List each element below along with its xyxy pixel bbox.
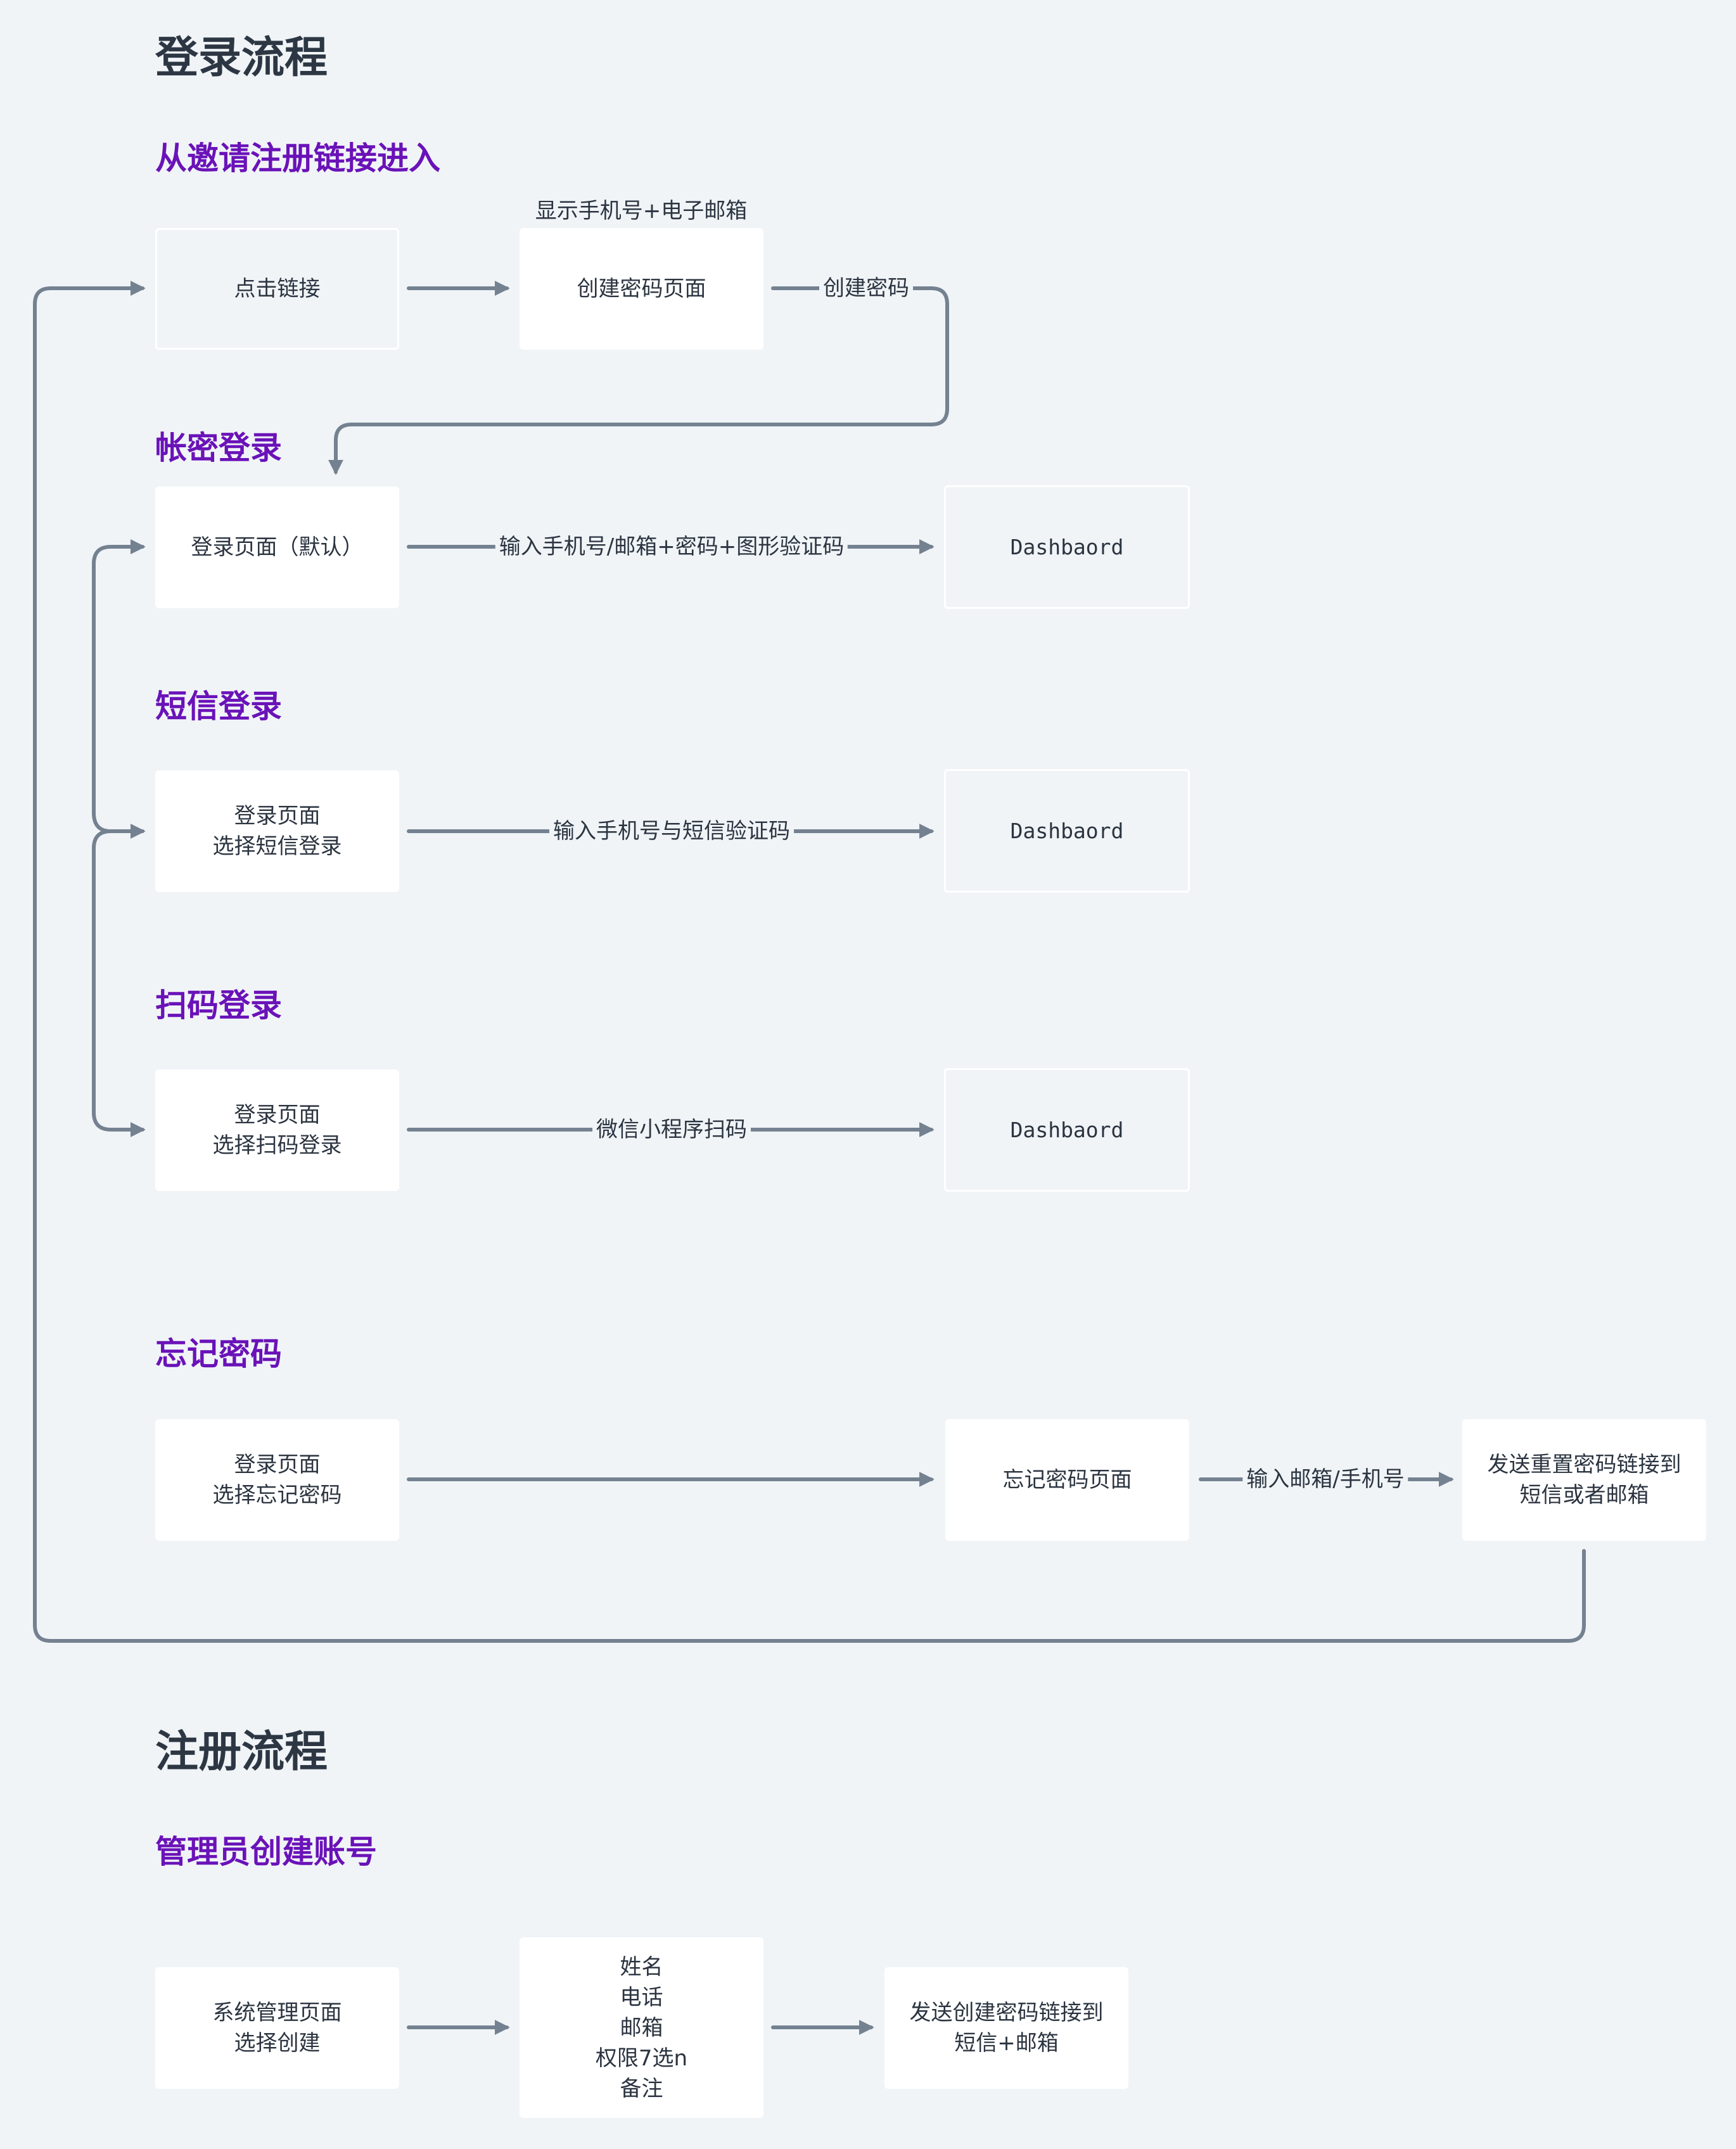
account-login-edge-label: 输入手机号/邮箱+密码+图形验证码 — [495, 534, 848, 559]
create-password-page-label: 创建密码页面 — [577, 276, 706, 302]
click-link-node: 点击链接 — [155, 228, 399, 350]
sms-login-start-label: 登录页面 选择短信登录 — [212, 803, 342, 859]
forgot-password-page-node: 忘记密码页面 — [945, 1419, 1189, 1541]
send-reset-link-node: 发送重置密码链接到 短信或者邮箱 — [1462, 1419, 1706, 1541]
sms-login-dashboard-node: Dashbaord — [944, 769, 1190, 893]
sms-login-heading: 短信登录 — [155, 688, 282, 725]
forgot-start-node: 登录页面 选择忘记密码 — [155, 1419, 399, 1541]
register-start-label: 系统管理页面 选择创建 — [212, 2000, 342, 2056]
send-create-link-node: 发送创建密码链接到 短信+邮箱 — [884, 1967, 1128, 2089]
create-password-page-note: 显示手机号+电子邮箱 — [535, 198, 748, 224]
qr-login-start-node: 登录页面 选择扫码登录 — [155, 1069, 399, 1191]
account-login-heading: 帐密登录 — [155, 430, 282, 466]
qr-login-edge-label: 微信小程序扫码 — [592, 1117, 751, 1142]
forgot-edge-label: 输入邮箱/手机号 — [1242, 1467, 1408, 1492]
register-flow-title: 注册流程 — [155, 1727, 328, 1777]
register-fields-label: 姓名 电话 邮箱 权限7选n 备注 — [595, 1954, 688, 2101]
admin-create-heading: 管理员创建账号 — [155, 1833, 377, 1870]
register-start-node: 系统管理页面 选择创建 — [155, 1967, 399, 2089]
qr-login-dashboard-node: Dashbaord — [944, 1068, 1190, 1192]
account-login-dashboard-label: Dashbaord — [1010, 534, 1124, 559]
account-login-start-node: 登录页面（默认） — [155, 487, 399, 608]
create-password-edge-label: 创建密码 — [819, 276, 913, 301]
qr-login-heading: 扫码登录 — [155, 987, 282, 1024]
bracket-qr-branch — [92, 829, 146, 1137]
bracket-login-alternatives — [92, 539, 146, 839]
qr-login-start-label: 登录页面 选择扫码登录 — [212, 1102, 342, 1158]
account-login-dashboard-node: Dashbaord — [944, 485, 1190, 609]
sms-login-start-node: 登录页面 选择短信登录 — [155, 770, 399, 892]
forgot-start-label: 登录页面 选择忘记密码 — [212, 1452, 342, 1508]
account-login-start-label: 登录页面（默认） — [191, 535, 364, 560]
click-link-label: 点击链接 — [234, 276, 321, 302]
create-password-page-node: 创建密码页面 — [520, 228, 763, 350]
sms-login-dashboard-label: Dashbaord — [1010, 818, 1124, 843]
login-flow-title: 登录流程 — [155, 33, 328, 83]
sms-login-edge-label: 输入手机号与短信验证码 — [549, 819, 794, 844]
send-reset-link-label: 发送重置密码链接到 短信或者邮箱 — [1487, 1452, 1682, 1508]
forgot-password-heading: 忘记密码 — [155, 1336, 282, 1372]
invite-heading: 从邀请注册链接进入 — [155, 140, 440, 177]
forgot-password-page-label: 忘记密码页面 — [1002, 1467, 1132, 1493]
arrow-create-password-to-login — [328, 286, 949, 475]
register-fields-node: 姓名 电话 邮箱 权限7选n 备注 — [520, 1937, 763, 2118]
qr-login-dashboard-label: Dashbaord — [1010, 1117, 1124, 1142]
arrow-reset-loop-back — [33, 281, 1586, 1643]
send-create-link-label: 发送创建密码链接到 短信+邮箱 — [909, 2000, 1104, 2056]
